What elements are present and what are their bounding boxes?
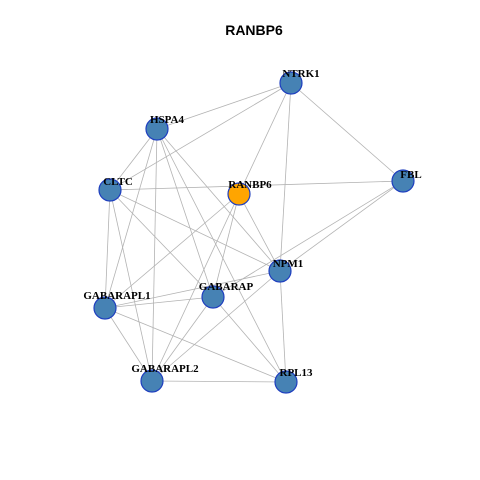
edge-hspa4-npm1 [156,128,281,272]
edge-ntrk1-fbl [290,82,404,182]
edge-npm1-gabarapl1 [104,270,281,309]
node-ranbp6 [227,182,251,206]
edge-cltc-fbl [109,180,404,191]
node-layer [93,71,415,394]
node-label-ranbp6: RANBP6 [228,179,272,191]
edge-gabarapl2-gabarap [151,296,214,382]
edge-layer [104,82,404,383]
edge-cltc-npm1 [109,189,281,272]
node-fbl [391,169,415,193]
edge-gabarap-rpl13 [212,296,287,383]
edge-gabarapl1-rpl13 [104,307,287,383]
node-label-gabarapl2: GABARAPL2 [131,363,199,375]
node-label-gabarap: GABARAP [199,281,254,293]
edge-hspa4-gabarapl2 [151,128,158,382]
edge-cltc-gabarapl1 [104,189,111,309]
edge-fbl-gabarap [212,180,404,298]
edge-ntrk1-npm1 [279,82,292,272]
node-label-rpl13: RPL13 [280,367,314,379]
edge-ntrk1-ranbp6 [238,82,292,195]
edge-hspa4-cltc [109,128,158,191]
edge-ntrk1-hspa4 [156,82,292,130]
edge-npm1-rpl13 [279,270,287,383]
node-npm1 [268,259,292,283]
node-gabarap [201,285,225,309]
edge-gabarapl2-rpl13 [151,380,287,383]
edge-npm1-gabarapl2 [151,270,281,382]
node-label-fbl: FBL [400,169,421,181]
node-label-hspa4: HSPA4 [150,114,185,126]
edge-hspa4-gabarap [156,128,214,298]
node-label-ntrk1: NTRK1 [282,68,319,80]
node-gabarapl1 [93,296,117,320]
edge-ranbp6-gabarap [212,193,240,298]
edge-fbl-npm1 [279,180,404,272]
node-label-cltc: CLTC [103,176,133,188]
diagram-title: RANBP6 [225,22,283,38]
edge-ntrk1-cltc [109,82,292,191]
edge-hspa4-rpl13 [156,128,287,383]
edge-ranbp6-gabarapl1 [104,193,240,309]
node-ntrk1 [279,71,303,95]
edge-cltc-gabarap [109,189,214,298]
node-rpl13 [274,370,298,394]
edge-ranbp6-gabarapl2 [151,193,240,382]
node-label-gabarapl1: GABARAPL1 [83,290,150,302]
edge-hspa4-gabarapl1 [104,128,158,309]
edge-gabarapl1-gabarapl2 [104,307,153,382]
edge-ranbp6-npm1 [238,193,281,272]
node-cltc [98,178,122,202]
node-hspa4 [145,117,169,141]
node-label-npm1: NPM1 [273,258,304,270]
node-gabarapl2 [140,369,164,393]
edge-gabarap-gabarapl1 [104,296,214,309]
